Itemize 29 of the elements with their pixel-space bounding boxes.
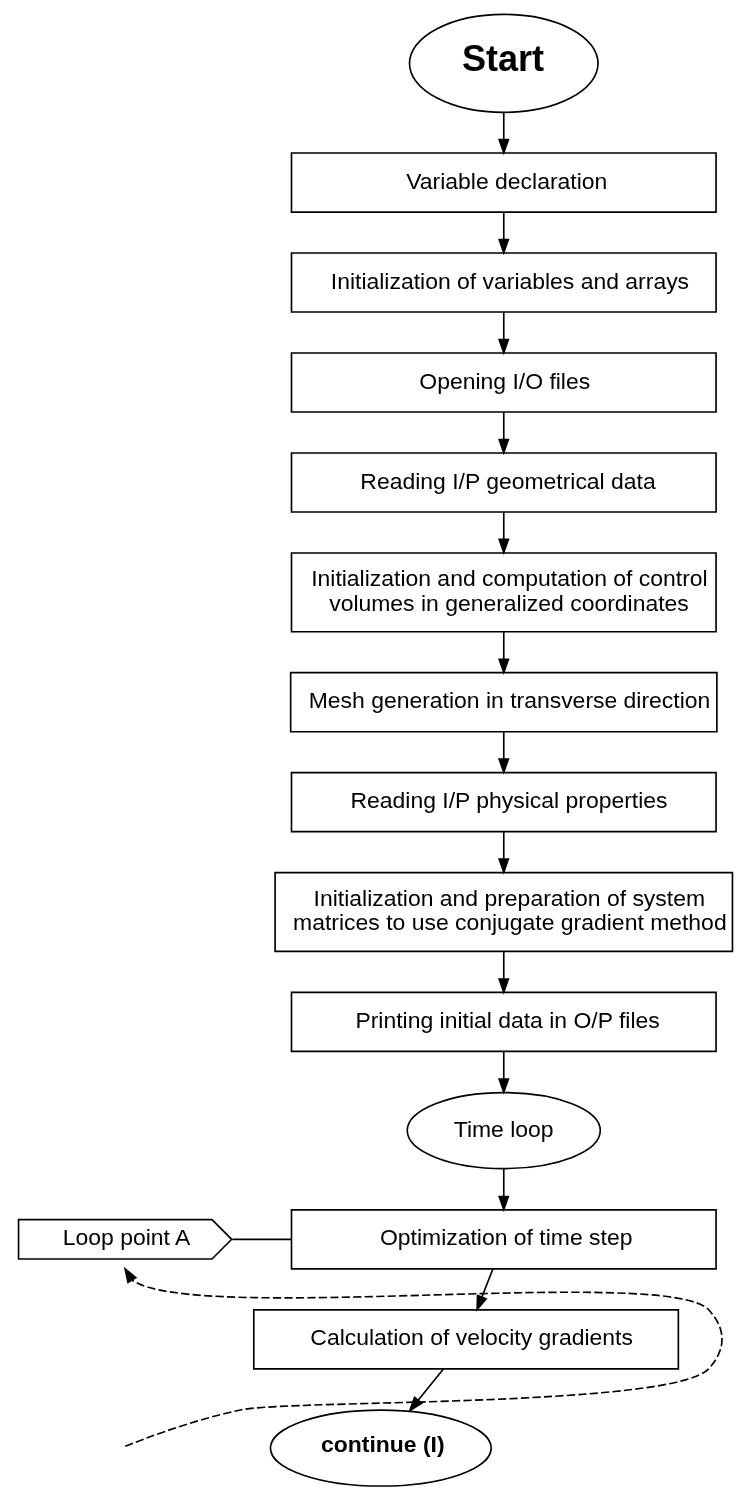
arrow bbox=[498, 1168, 510, 1213]
arrow bbox=[123, 1266, 723, 1448]
node-box: Initialization and computation of control volumes in generalized coordinates bbox=[290, 552, 717, 633]
node-box: Opening I/O files bbox=[290, 352, 717, 413]
arrow bbox=[476, 1268, 494, 1312]
arrow bbox=[498, 731, 510, 775]
arrow bbox=[498, 511, 510, 555]
node-ellipse: Start bbox=[408, 13, 599, 114]
node-box: Optimization of time step bbox=[290, 1209, 717, 1270]
node-ellipse: Time loop bbox=[406, 1091, 602, 1170]
arrow bbox=[498, 111, 510, 156]
arrow bbox=[498, 311, 510, 356]
arrow bbox=[498, 1050, 510, 1095]
node-ellipse: continue (I) bbox=[269, 1409, 493, 1487]
node-box: Printing initial data in O/P files bbox=[290, 991, 717, 1053]
node-box: Calculation of velocity gradients bbox=[252, 1309, 680, 1370]
node-box: Reading I/P physical properties bbox=[290, 771, 717, 833]
arrow bbox=[498, 411, 510, 456]
node-box: Initialization of variables and arrays bbox=[290, 252, 717, 313]
arrow bbox=[498, 631, 510, 675]
node-box: Initialization and preparation of system matrices to use conjugate gradient method bbox=[274, 871, 734, 953]
arrow bbox=[498, 831, 510, 875]
node-box: Reading I/P geometrical data bbox=[290, 452, 717, 513]
arrow bbox=[408, 1368, 445, 1413]
arrow bbox=[498, 211, 510, 256]
node-box: Mesh generation in transverse direction bbox=[289, 671, 718, 733]
node-box: Variable declaration bbox=[290, 152, 717, 213]
connector bbox=[231, 1238, 292, 1241]
arrow bbox=[498, 950, 510, 995]
